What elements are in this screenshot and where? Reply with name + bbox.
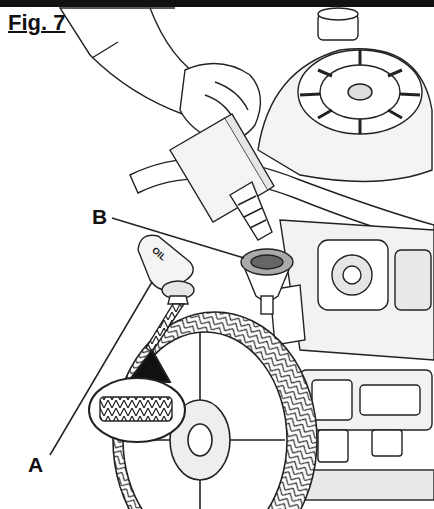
top-rule (0, 0, 434, 7)
engine-block (270, 220, 434, 360)
engine-starter (258, 8, 432, 181)
callout-letter: B (92, 206, 107, 227)
funnel (241, 249, 293, 314)
figure-title: Fig. 7 (8, 12, 65, 34)
pump (300, 370, 434, 500)
leader-lines (50, 218, 244, 455)
callout-letter: A (28, 454, 43, 475)
oil-bottle (170, 114, 274, 240)
cap-marking: OIL (150, 246, 167, 263)
oil-cap-dipstick (138, 235, 194, 352)
